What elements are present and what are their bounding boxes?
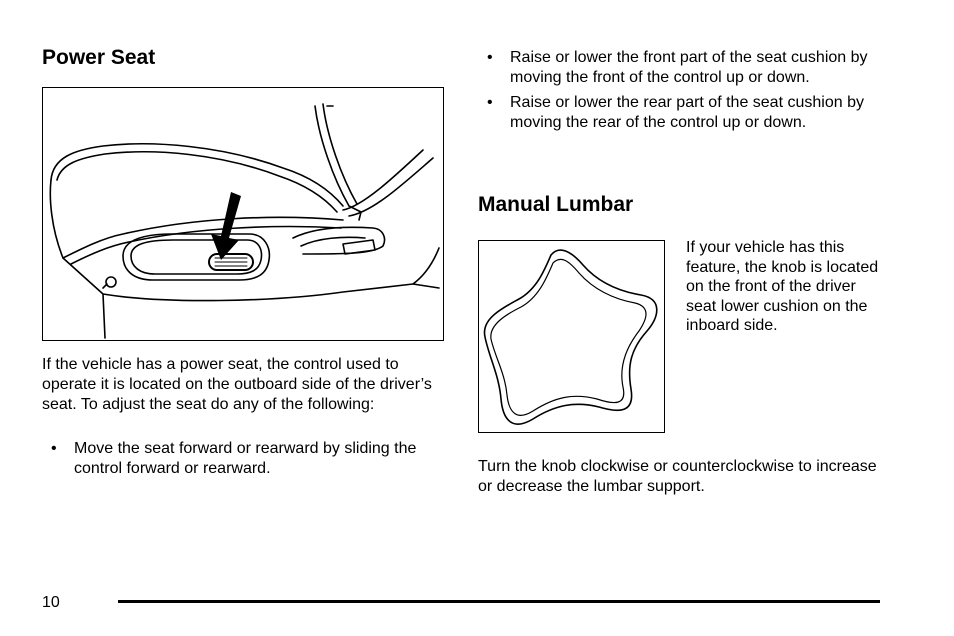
footer-rule [118, 600, 880, 603]
lumbar-knob-caption: If your vehicle has this feature, the kn… [686, 239, 879, 334]
bullet-icon: • [487, 49, 493, 66]
power-seat-bullets-left: •Move the seat forward or rearward by sl… [42, 439, 446, 480]
lumbar-knob-figure [478, 240, 665, 433]
power-seat-bullets-right: •Raise or lower the front part of the se… [478, 48, 878, 133]
power-seat-illustration-icon [49, 103, 440, 339]
page-number: 10 [42, 594, 60, 611]
manual-lumbar-heading: Manual Lumbar [478, 193, 634, 216]
power-seat-heading: Power Seat [42, 46, 156, 69]
arrow-down-icon [211, 192, 241, 260]
list-item: •Raise or lower the front part of the se… [487, 49, 868, 87]
power-seat-figure [42, 87, 444, 341]
power-seat-intro: If the vehicle has a power seat, the con… [42, 356, 432, 413]
lumbar-closing-text: Turn the knob clockwise or counterclockw… [478, 458, 877, 495]
bullet-icon: • [51, 440, 57, 457]
list-item: •Move the seat forward or rearward by sl… [51, 440, 417, 478]
lumbar-knob-icon [483, 249, 658, 425]
list-item: •Raise or lower the rear part of the sea… [487, 93, 864, 131]
bullet-icon: • [487, 93, 493, 111]
